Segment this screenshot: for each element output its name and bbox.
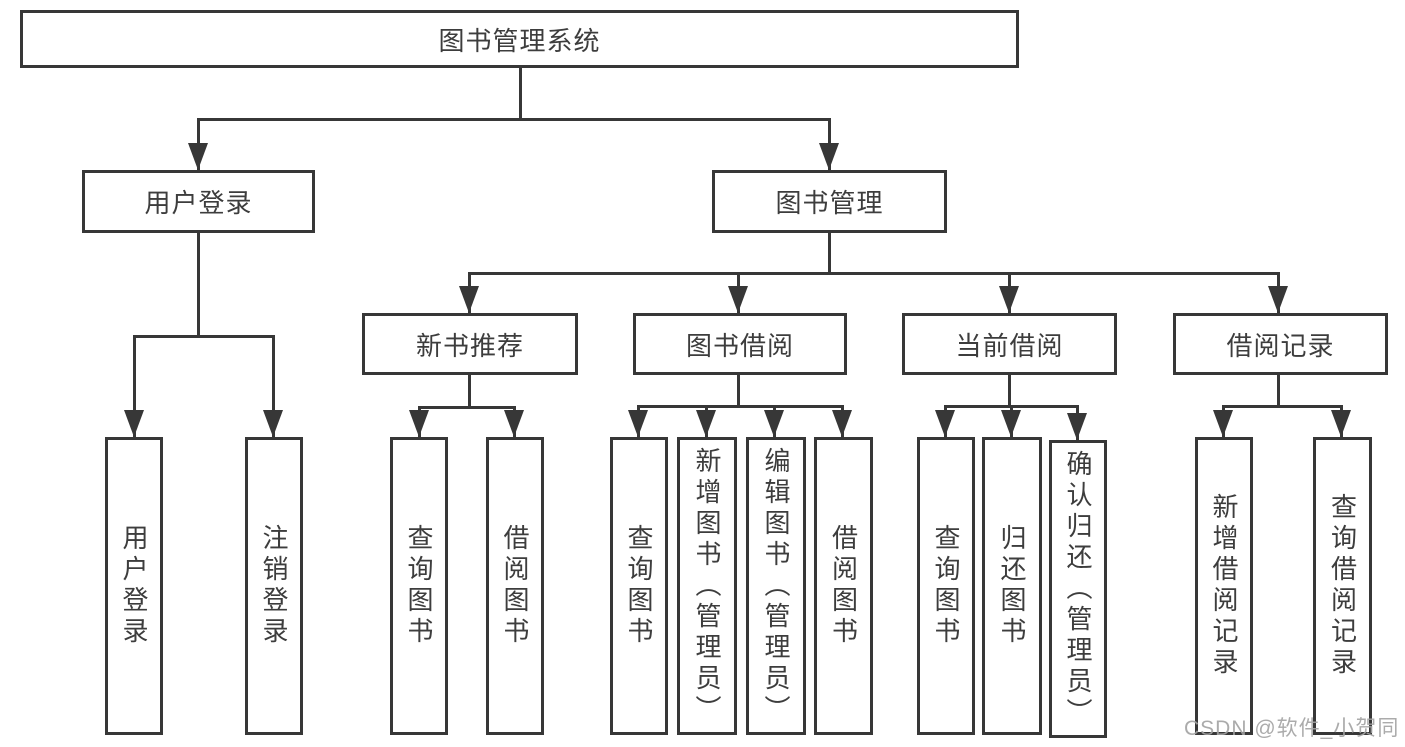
leaf-borrow-books-borrow: 借阅图书	[814, 437, 873, 735]
leaf-logout-login: 注销登录	[245, 437, 303, 735]
arrowhead-down-icon	[263, 410, 283, 437]
node-book-management: 图书管理	[712, 170, 947, 233]
connector-line	[133, 335, 136, 438]
connector-line	[828, 232, 831, 274]
arrowhead-down-icon	[504, 410, 524, 437]
leaf-return-books: 归还图书	[982, 437, 1042, 735]
leaf-query-borrow-record: 查询借阅记录	[1313, 437, 1372, 735]
connector-line	[468, 272, 1280, 275]
connector-line	[519, 67, 522, 121]
arrowhead-down-icon	[832, 410, 852, 437]
connector-line	[272, 335, 275, 438]
leaf-user-login: 用户登录	[105, 437, 163, 735]
arrowhead-down-icon	[728, 286, 748, 313]
node-book-borrowing: 图书借阅	[633, 313, 847, 375]
connector-line	[197, 232, 200, 337]
connector-line	[1222, 405, 1343, 408]
connector-line	[197, 118, 831, 121]
connector-line	[418, 406, 516, 409]
watermark: CSDN @软件_小贺同学	[1184, 717, 1400, 740]
connector-line	[1008, 374, 1011, 407]
node-user-login: 用户登录	[82, 170, 315, 233]
connector-line	[1277, 374, 1280, 407]
connector-line	[637, 405, 844, 408]
arrowhead-down-icon	[935, 410, 955, 437]
arrowhead-down-icon	[188, 143, 208, 170]
leaf-edit-books-admin: 编辑图书（管理员）	[746, 437, 806, 735]
arrowhead-down-icon	[628, 410, 648, 437]
arrowhead-down-icon	[696, 410, 716, 437]
leaf-add-books-admin: 新增图书（管理员）	[677, 437, 737, 735]
leaf-query-books-current: 查询图书	[917, 437, 975, 735]
arrowhead-down-icon	[1213, 410, 1233, 437]
leaf-add-borrow-record: 新增借阅记录	[1195, 437, 1253, 735]
arrowhead-down-icon	[1001, 410, 1021, 437]
arrowhead-down-icon	[999, 286, 1019, 313]
arrowhead-down-icon	[1331, 410, 1351, 437]
arrowhead-down-icon	[124, 410, 144, 437]
connector-line	[133, 335, 275, 338]
leaf-confirm-return-admin: 确认归还（管理员）	[1049, 440, 1107, 738]
arrowhead-down-icon	[1067, 413, 1087, 440]
node-new-book-recommendation: 新书推荐	[362, 313, 578, 375]
arrowhead-down-icon	[819, 143, 839, 170]
connector-line	[468, 374, 471, 409]
arrowhead-down-icon	[459, 286, 479, 313]
arrowhead-down-icon	[764, 410, 784, 437]
connector-line	[737, 374, 740, 407]
arrowhead-down-icon	[1268, 286, 1288, 313]
node-library-management-system: 图书管理系统	[20, 10, 1019, 68]
leaf-borrow-books-recommend: 借阅图书	[486, 437, 544, 735]
leaf-query-books-borrow: 查询图书	[610, 437, 668, 735]
node-borrowing-records: 借阅记录	[1173, 313, 1388, 375]
node-current-borrowing: 当前借阅	[902, 313, 1117, 375]
leaf-query-books-recommend: 查询图书	[390, 437, 448, 735]
arrowhead-down-icon	[409, 410, 429, 437]
